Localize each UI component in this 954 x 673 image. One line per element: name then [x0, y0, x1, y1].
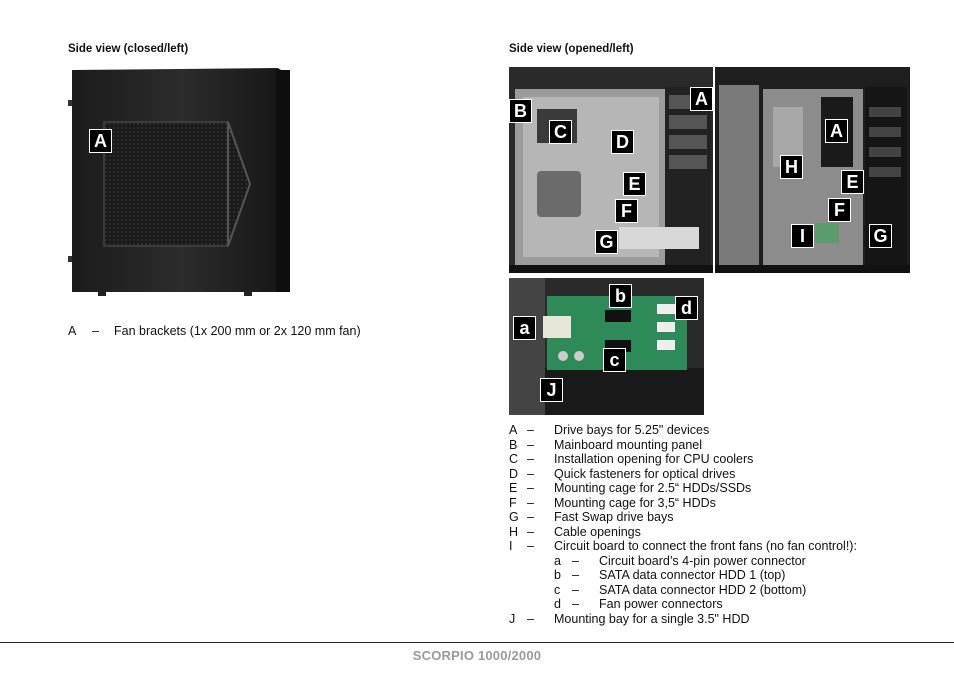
legend-dash: –: [527, 452, 534, 466]
marker-fast-swap-2: G: [869, 224, 892, 248]
legend-dash: –: [527, 481, 534, 495]
legend-key: A: [68, 324, 77, 338]
legend-dash: –: [572, 597, 579, 611]
legend-subitem: c– SATA data connector HDD 2 (bottom): [509, 583, 857, 598]
legend-key: c: [554, 582, 561, 597]
legend-item: C– Installation opening for CPU coolers: [509, 452, 857, 467]
legend-item: B– Mainboard mounting panel: [509, 438, 857, 453]
opened-case-photo-left: B C D A E F G: [509, 67, 713, 273]
left-legend: A – Fan brackets (1x 200 mm or 2x 120 mm…: [68, 324, 361, 339]
legend-subitem: a– Circuit board’s 4-pin power connector: [509, 554, 857, 569]
circuit-board-photo: b d a c J: [509, 278, 704, 415]
legend-text: Drive bays for 5.25" devices: [554, 423, 710, 437]
right-legend: A–Drive bays for 5.25" devices B–Mainboa…: [509, 423, 857, 626]
marker-mainboard-panel: B: [509, 99, 532, 123]
marker-cage-25-2: E: [841, 170, 864, 194]
legend-item: D– Quick fasteners for optical drives: [509, 467, 857, 482]
marker-sata-hdd2: c: [603, 348, 626, 372]
legend-text: SATA data connector HDD 1 (top): [599, 568, 786, 582]
legend-key: d: [554, 597, 561, 611]
left-heading: Side view (closed/left): [68, 43, 189, 55]
legend-dash: –: [527, 611, 534, 626]
legend-text: Cable openings: [554, 524, 641, 539]
legend-item: F– Mounting cage for 3,5“ HDDs: [509, 496, 857, 511]
legend-subitem: d– Fan power connectors: [509, 597, 857, 612]
legend-text: Fast Swap drive bays: [554, 510, 674, 524]
marker-cpu-opening: C: [549, 120, 572, 144]
marker-single-hdd-bay: J: [540, 378, 563, 402]
legend-dash: –: [572, 582, 579, 597]
footer-title: SCORPIO 1000/2000: [412, 648, 542, 663]
legend-text: Mainboard mounting panel: [554, 437, 703, 452]
legend-dash: –: [527, 466, 534, 481]
legend-item: J– Mounting bay for a single 3.5" HDD: [509, 612, 857, 627]
legend-key: D: [509, 466, 519, 481]
legend-text: Installation opening for CPU coolers: [554, 452, 754, 466]
marker-sata-hdd1: b: [609, 284, 632, 308]
marker-fan-power: d: [675, 296, 698, 320]
marker-quick-fasteners: D: [611, 130, 634, 154]
marker-cage-35-2: F: [828, 198, 851, 222]
legend-dash: –: [527, 524, 534, 539]
marker-drive-bays-1: A: [690, 87, 713, 111]
legend-text: Mounting bay for a single 3.5" HDD: [554, 611, 750, 626]
legend-key: B: [509, 437, 518, 452]
legend-key: a: [554, 553, 561, 568]
marker-4pin-power: a: [513, 316, 536, 340]
legend-item: G– Fast Swap drive bays: [509, 510, 857, 525]
legend-text: Mounting cage for 2.5“ HDDs/SSDs: [554, 481, 752, 495]
marker-cage-35-1: F: [615, 199, 638, 223]
legend-key: b: [554, 568, 561, 582]
marker-cable-openings: H: [780, 155, 803, 179]
legend-text: SATA data connector HDD 2 (bottom): [599, 582, 807, 597]
legend-key: A: [509, 423, 518, 437]
legend-item: E– Mounting cage for 2.5“ HDDs/SSDs: [509, 481, 857, 496]
opened-case-photo-right: A H E F I G: [715, 67, 910, 273]
legend-text: Fan power connectors: [599, 597, 723, 611]
marker-cage-25-1: E: [623, 172, 646, 196]
legend-item: H– Cable openings: [509, 525, 857, 540]
legend-text: Mounting cage for 3,5“ HDDs: [554, 495, 716, 510]
legend-key: J: [509, 611, 516, 626]
legend-dash: –: [572, 553, 579, 568]
legend-text: Circuit board’s 4-pin power connector: [599, 553, 806, 568]
legend-dash: –: [527, 423, 534, 437]
legend-dash: –: [527, 495, 534, 510]
legend-dash: –: [527, 539, 534, 553]
marker-fan-brackets: A: [89, 129, 112, 153]
legend-key: F: [509, 495, 517, 510]
legend-dash: –: [527, 437, 534, 452]
legend-text: Quick fasteners for optical drives: [554, 466, 736, 481]
legend-key: G: [509, 510, 519, 524]
right-heading: Side view (opened/left): [509, 43, 634, 55]
legend-text: Circuit board to connect the front fans …: [554, 539, 857, 553]
marker-drive-bays-2: A: [825, 119, 848, 143]
legend-dash: –: [527, 510, 534, 524]
marker-circuit-board: I: [791, 224, 814, 248]
footer-divider: [0, 642, 954, 643]
legend-key: I: [509, 539, 513, 553]
legend-item: I– Circuit board to connect the front fan…: [509, 539, 857, 554]
legend-key: E: [509, 481, 518, 495]
closed-case-photo: A: [68, 66, 298, 298]
legend-text: Fan brackets (1x 200 mm or 2x 120 mm fan…: [114, 324, 361, 338]
legend-item: A – Fan brackets (1x 200 mm or 2x 120 mm…: [68, 324, 361, 339]
legend-subitem: b– SATA data connector HDD 1 (top): [509, 568, 857, 583]
legend-dash: –: [572, 568, 579, 582]
marker-fast-swap-1: G: [595, 230, 618, 254]
legend-key: H: [509, 524, 519, 539]
legend-item: A– Drive bays for 5.25" devices: [509, 423, 857, 438]
legend-dash: –: [92, 324, 99, 338]
legend-key: C: [509, 452, 519, 466]
